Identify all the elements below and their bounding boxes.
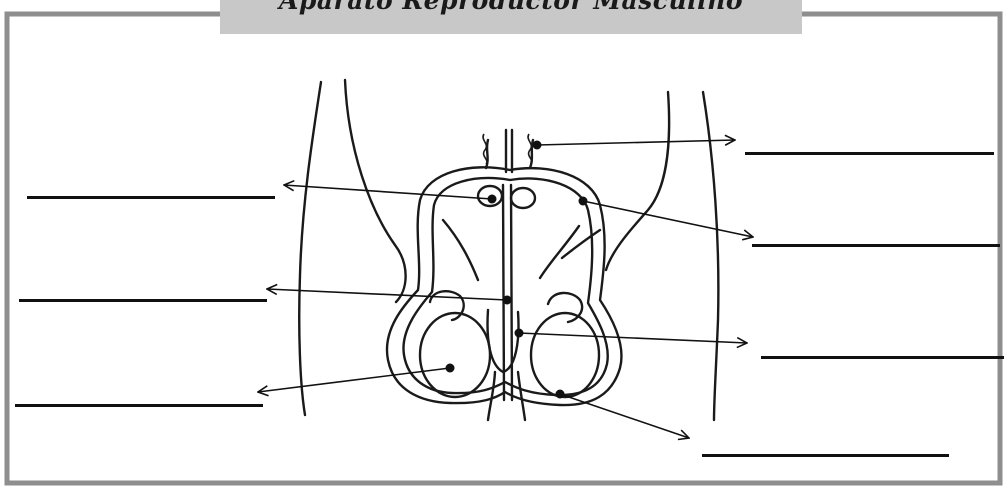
answer-blank[interactable] (745, 152, 994, 155)
answer-blank[interactable] (752, 244, 1000, 247)
left-testis (420, 313, 490, 397)
scrotum-inner (403, 178, 607, 395)
arrow-to-blank-6 (258, 368, 450, 392)
scrotal-septum-2 (511, 185, 512, 400)
right-squiggle (528, 134, 532, 164)
answer-blank[interactable] (702, 454, 949, 457)
right-testis (531, 313, 599, 397)
left-vas (443, 220, 478, 280)
left-thigh-outline (299, 82, 321, 415)
answer-blank[interactable] (15, 404, 263, 407)
glans-right (518, 372, 525, 420)
arrow-to-blank-2 (284, 185, 492, 199)
right-vas (540, 226, 579, 278)
answer-blank[interactable] (19, 299, 267, 302)
arrow-to-blank-7 (560, 394, 689, 438)
arrow-to-blank-3 (583, 201, 753, 237)
scrotal-septum (503, 185, 504, 400)
urethra-top (506, 130, 512, 172)
arrow-to-blank-5 (519, 333, 747, 343)
right-inner-thigh (606, 92, 669, 270)
right-cord-ring (511, 188, 535, 208)
arrow-to-blank-4 (267, 289, 507, 300)
arrow-to-blank-1 (537, 140, 735, 145)
right-vas-branch (562, 230, 600, 258)
glans-left (488, 372, 495, 420)
answer-blank[interactable] (27, 196, 275, 199)
left-squiggle (483, 134, 487, 164)
left-epididymis (430, 291, 464, 320)
answer-blank[interactable] (761, 356, 1004, 359)
right-epididymis (548, 293, 582, 322)
